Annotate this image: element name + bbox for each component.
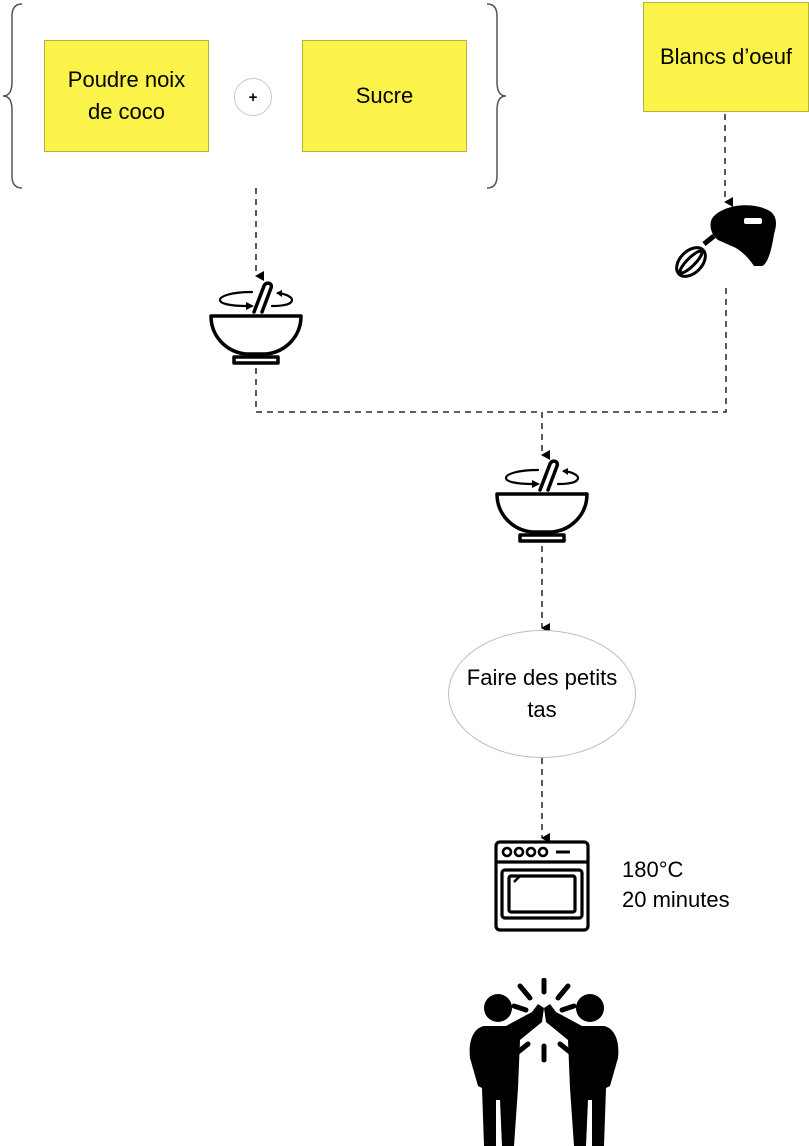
oven-icon — [494, 840, 590, 932]
plus-symbol-label: + — [248, 88, 258, 106]
ingredient-egg-whites: Blancs d’oeuf — [643, 2, 809, 112]
line-from-mixer — [542, 288, 727, 413]
ingredient-sugar-label: Sucre — [355, 83, 414, 108]
high-five-icon — [469, 978, 619, 1146]
group-bracket-left — [2, 3, 23, 189]
baking-temperature: 180°C — [622, 857, 684, 882]
mixing-bowl-icon — [209, 281, 303, 365]
ingredient-sugar: Sucre — [302, 40, 467, 152]
plus-symbol: + — [234, 78, 272, 116]
hand-mixer-icon — [675, 205, 776, 278]
step-make-heaps-label: Faire des petits tas — [466, 665, 618, 722]
ingredient-egg-whites-label: Blancs d’oeuf — [659, 44, 793, 69]
baking-duration: 20 minutes — [622, 887, 730, 912]
ingredient-coconut-powder-label: Poudre noix de coco — [67, 67, 186, 124]
ingredient-coconut-powder: Poudre noix de coco — [44, 40, 209, 152]
step-make-heaps: Faire des petits tas — [448, 630, 636, 758]
mixing-bowl-icon — [495, 459, 589, 543]
baking-settings: 180°C 20 minutes — [622, 855, 730, 915]
group-bracket-right — [486, 3, 507, 189]
line-from-bowl-1 — [255, 368, 542, 413]
